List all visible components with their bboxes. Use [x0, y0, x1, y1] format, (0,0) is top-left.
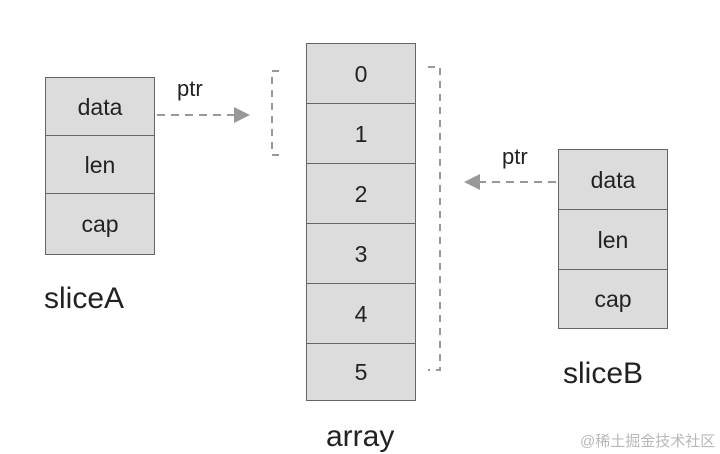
- sliceB-ptr-arrow: [464, 174, 556, 190]
- array-cell: 4: [306, 283, 416, 345]
- sliceB-field-len: len: [558, 209, 668, 271]
- sliceB-ptr-label: ptr: [502, 144, 528, 169]
- array-label: array: [326, 420, 395, 453]
- sliceB-field-cap: cap: [558, 269, 668, 329]
- array-cell: 5: [306, 343, 416, 401]
- array-cell: 2: [306, 163, 416, 225]
- sliceA-ptr-label: ptr: [177, 76, 203, 101]
- sliceB-range-bracket: [428, 66, 441, 371]
- sliceA-field-cap: cap: [45, 193, 155, 255]
- sliceB-field-data: data: [558, 149, 668, 211]
- sliceA-label: sliceA: [44, 282, 125, 315]
- watermark: @稀土掘金技术社区: [580, 433, 716, 450]
- sliceA-ptr-arrow: [157, 107, 250, 123]
- array-cell: 3: [306, 223, 416, 285]
- sliceA-range-bracket: [271, 70, 279, 156]
- sliceA-field-data: data: [45, 77, 155, 137]
- sliceB-label: sliceB: [563, 357, 644, 390]
- array-cell: 0: [306, 43, 416, 105]
